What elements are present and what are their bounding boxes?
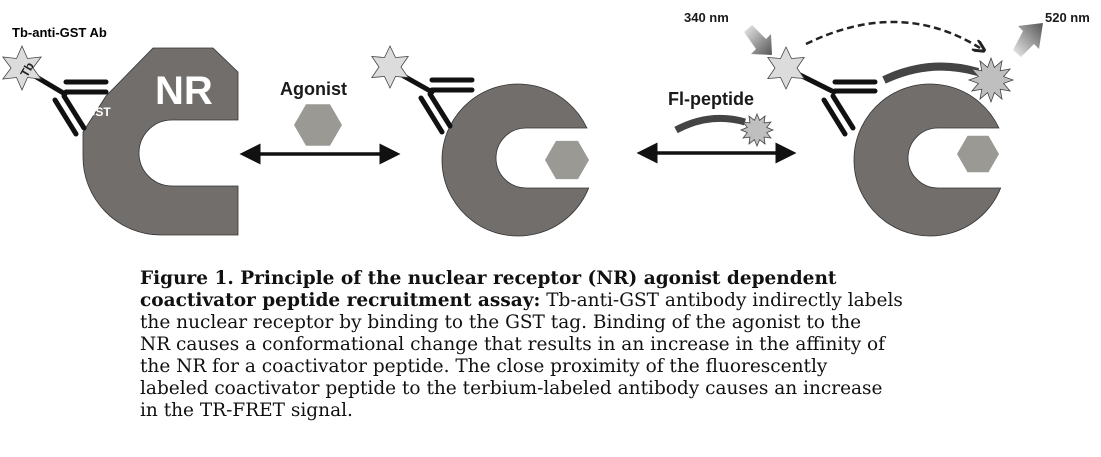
- fret-transfer-arrow: [805, 20, 980, 48]
- agonist-label: Agonist: [280, 79, 347, 99]
- nuclear-receptor-unbound: [82, 47, 239, 236]
- gst-label: GST: [86, 105, 111, 119]
- peptide: [674, 114, 746, 134]
- nuclear-receptor-agonist-bound: [441, 83, 590, 237]
- tb-label: Tb: [17, 60, 36, 80]
- caption-title: Figure 1. Principle of the nuclear recep…: [140, 268, 837, 289]
- antibody-label: Tb-anti-GST Ab: [12, 25, 107, 40]
- bound-agonist-hexagon-icon: [957, 135, 999, 173]
- bound-peptide: [882, 62, 980, 84]
- caption-line: in the TR-FRET signal.: [140, 400, 353, 421]
- caption-line: the NR for a coactivator peptide. The cl…: [140, 356, 828, 377]
- terbium-star-icon: [766, 46, 806, 90]
- caption-title-cont: coactivator peptide recruitment assay:: [140, 290, 541, 311]
- caption-line: NR causes a conformational change that r…: [140, 334, 886, 355]
- peptide-label: Fl-peptide: [668, 89, 754, 109]
- nr-label: NR: [155, 69, 213, 113]
- bound-agonist-hexagon-icon: [545, 140, 589, 180]
- fluorophore-burst-icon: [967, 56, 1015, 104]
- agonist-hexagon-icon: [294, 104, 342, 146]
- assay-diagram: Tb-anti-GST Ab NR GST Tb Agonist Fl-pept…: [2, 10, 1090, 237]
- figure-caption: Figure 1. Principle of the nuclear recep…: [140, 268, 903, 422]
- nuclear-receptor-complex: [853, 83, 1002, 237]
- emission-label: 520 nm: [1045, 10, 1090, 25]
- terbium-star-icon: [370, 45, 410, 89]
- caption-text: Tb-anti-GST antibody indirectly labels: [540, 290, 903, 311]
- terbium-star-icon: [2, 45, 42, 91]
- antibody: [787, 67, 878, 137]
- excitation-label: 340 nm: [684, 10, 729, 25]
- emission-arrow-icon: [1013, 23, 1043, 57]
- caption-line: the nuclear receptor by binding to the G…: [140, 312, 862, 333]
- excitation-arrow-icon: [744, 25, 772, 55]
- caption-line: labeled coactivator peptide to the terbi…: [140, 378, 883, 399]
